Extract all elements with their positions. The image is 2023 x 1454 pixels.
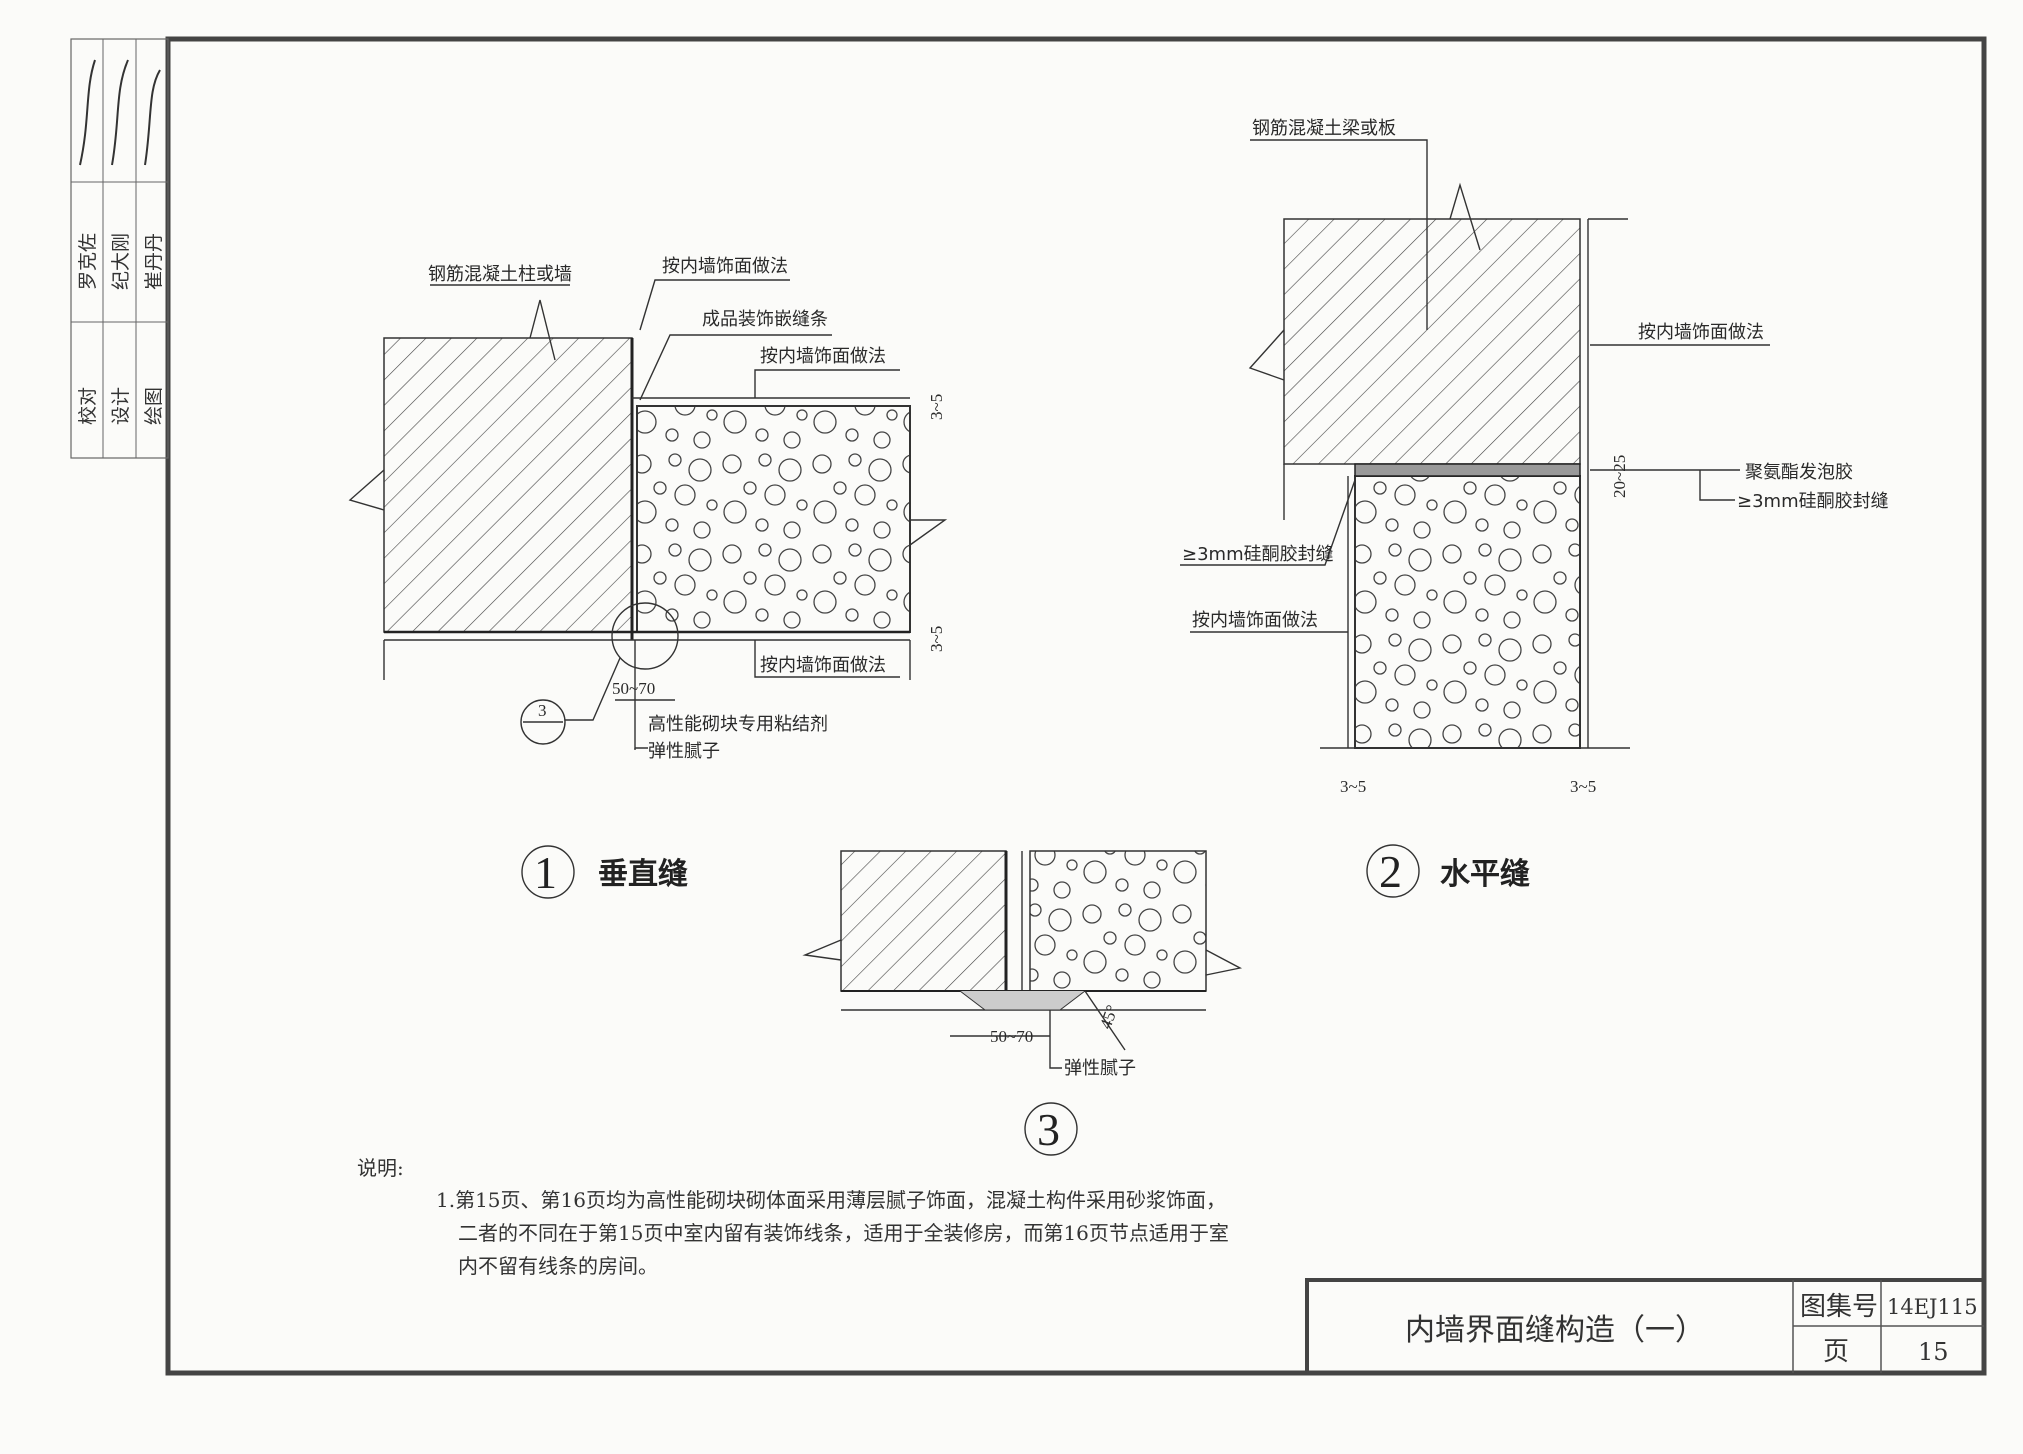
detail-2-number: 2 bbox=[1379, 846, 1402, 897]
dim-left: 3~5 bbox=[1340, 777, 1366, 796]
label-finish-right: 按内墙饰面做法 bbox=[1638, 322, 1764, 343]
angle-label: 45° bbox=[1096, 1002, 1122, 1031]
ref-detail-number: 3 bbox=[538, 701, 547, 720]
signature-block: 校对 设计 绘图 罗克佐 纪大刚 崔丹丹 bbox=[70, 38, 169, 459]
note-line-1: 1.第15页、第16页均为高性能砌块砌体面采用薄层腻子饰面，混凝土构件采用砂浆饰… bbox=[436, 1188, 1226, 1212]
note-line-3: 内不留有线条的房间。 bbox=[458, 1254, 658, 1278]
notes: 说明: 1.第15页、第16页均为高性能砌块砌体面采用薄层腻子饰面，混凝土构件采… bbox=[357, 1156, 1229, 1278]
label-sealant-left: ≥3mm硅酮胶封缝 bbox=[1182, 544, 1334, 565]
label-concrete: 钢筋混凝土梁或板 bbox=[1252, 118, 1396, 139]
label-putty: 弹性腻子 bbox=[1064, 1058, 1136, 1079]
notes-heading: 说明: bbox=[357, 1156, 404, 1180]
dim-width: 50~70 bbox=[612, 679, 655, 698]
aerated-block bbox=[1029, 850, 1207, 992]
detail-3-number: 3 bbox=[1037, 1104, 1060, 1155]
role-design: 设计 bbox=[110, 387, 132, 425]
page-label: 页 bbox=[1823, 1337, 1849, 1367]
name-design: 纪大刚 bbox=[110, 233, 132, 290]
detail-1-number: 1 bbox=[534, 847, 557, 898]
detail-2-horizontal-joint: 钢筋混凝土梁或板 按内墙饰面做法 聚氨酯发泡胶 ≥3mm硅酮胶封缝 ≥3mm硅酮… bbox=[1180, 118, 1889, 898]
detail-3-enlarged: 50~70 45° 弹性腻子 3 bbox=[802, 850, 1243, 1156]
label-finish-left: 按内墙饰面做法 bbox=[1192, 610, 1318, 631]
handwritten-signatures bbox=[79, 59, 161, 166]
concrete-beam bbox=[1283, 218, 1581, 465]
detail-ref-symbol bbox=[520, 699, 566, 745]
dim-top: 3~5 bbox=[927, 394, 946, 420]
page-number: 15 bbox=[1918, 1338, 1949, 1366]
detail-3-callout-circle bbox=[611, 602, 679, 670]
label-finish-right: 按内墙饰面做法 bbox=[760, 346, 886, 367]
name-draw: 崔丹丹 bbox=[143, 233, 165, 290]
concrete bbox=[840, 850, 1007, 992]
detail-2-title: 水平缝 bbox=[1440, 857, 1530, 892]
title-block: 内墙界面缝构造（一） 图集号 14EJ115 页 15 bbox=[1305, 1278, 1986, 1375]
detail-1-vertical-joint: 3 钢筋混凝土柱或墙 按内墙饰面做法 成品装饰嵌缝条 按内墙饰面做法 按内墙饰面… bbox=[348, 256, 948, 899]
dim-width: 50~70 bbox=[990, 1027, 1033, 1046]
role-draw: 绘图 bbox=[143, 387, 165, 425]
label-adhesive: 高性能砌块专用粘结剂 bbox=[648, 714, 828, 735]
dim-right: 3~5 bbox=[1570, 777, 1596, 796]
sheet-border bbox=[165, 36, 1987, 1376]
label-sealant-right: ≥3mm硅酮胶封缝 bbox=[1737, 491, 1889, 512]
aerated-block bbox=[636, 405, 911, 633]
label-finish-bottom: 按内墙饰面做法 bbox=[760, 655, 886, 676]
dim-bottom: 3~5 bbox=[927, 626, 946, 652]
label-decorative-strip: 成品装饰嵌缝条 bbox=[702, 309, 828, 330]
label-foam: 聚氨酯发泡胶 bbox=[1745, 462, 1853, 483]
label-putty: 弹性腻子 bbox=[648, 741, 720, 762]
detail-1-title: 垂直缝 bbox=[598, 857, 688, 892]
note-line-2: 二者的不同在于第15页中室内留有装饰线条，适用于全装修房，而第16页节点适用于室 bbox=[458, 1221, 1229, 1245]
atlas-number: 14EJ115 bbox=[1887, 1295, 1978, 1319]
name-check: 罗克佐 bbox=[77, 233, 99, 290]
aerated-block bbox=[1354, 475, 1581, 749]
dim-gap: 20~25 bbox=[1610, 455, 1629, 498]
label-concrete: 钢筋混凝土柱或墙 bbox=[428, 264, 572, 285]
foam-joint bbox=[1354, 463, 1581, 477]
atlas-label: 图集号 bbox=[1800, 1292, 1878, 1322]
role-check: 校对 bbox=[77, 387, 99, 425]
label-finish-top: 按内墙饰面做法 bbox=[662, 256, 788, 277]
drawing-title: 内墙界面缝构造（一） bbox=[1405, 1313, 1705, 1348]
concrete-column bbox=[383, 337, 633, 633]
